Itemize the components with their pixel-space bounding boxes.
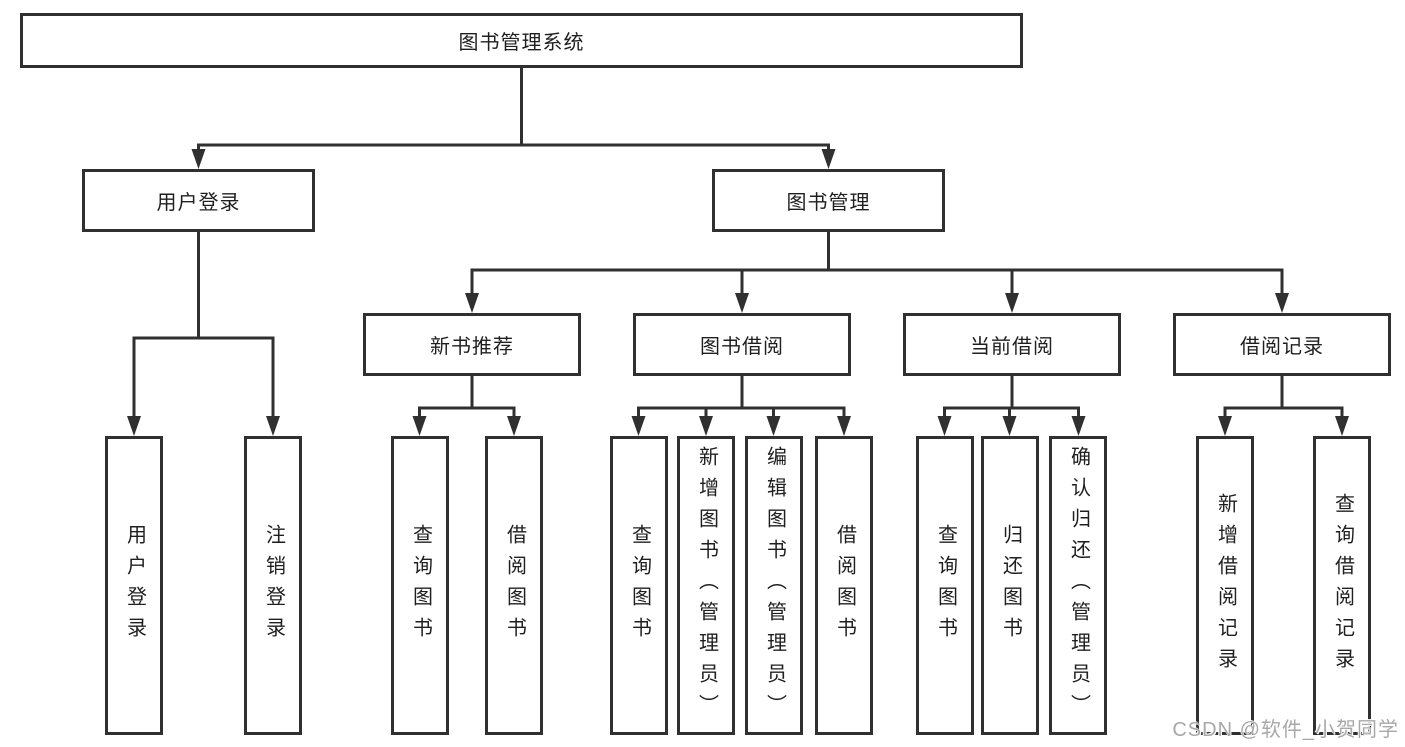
connector-book-management [465,232,1289,313]
leaf-label: 查询图书 [934,523,957,648]
node-new-book-recommend: 新书推荐 [363,313,581,376]
node-user-login: 用户登录 [82,169,315,232]
leaf-label: 新增借阅记录 [1214,492,1237,679]
node-label: 图书管理 [786,192,871,214]
node-label: 图书管理系统 [458,32,585,54]
leaf-label: 确认归还（管理员） [1067,446,1090,725]
node-book-management: 图书管理 [712,169,945,232]
leaf-label: 借阅图书 [503,523,526,648]
node-book-borrow: 图书借阅 [633,313,851,376]
leaf-user-login: 用户登录 [105,436,163,735]
node-borrow-record: 借阅记录 [1173,313,1391,376]
node-label: 当前借阅 [970,336,1054,358]
node-label: 新书推荐 [430,336,514,358]
csdn-watermark: CSDN @软件_小贺同学 [1172,719,1399,741]
node-label: 借阅记录 [1240,336,1324,358]
connector-book-borrow [631,376,851,436]
connector-root [191,68,836,169]
leaf-logout: 注销登录 [244,436,302,735]
connector-current-borrow [937,376,1086,436]
leaf-return-books: 归还图书 [981,436,1039,735]
connector-new-book [412,376,521,436]
connector-user-login [127,232,280,436]
leaf-edit-books-admin: 编辑图书（管理员） [745,436,803,735]
leaf-confirm-return-admin: 确认归还（管理员） [1049,436,1107,735]
leaf-label: 归还图书 [999,523,1022,648]
leaf-label: 新增图书（管理员） [695,446,718,725]
leaf-add-borrow-record: 新增借阅记录 [1196,436,1254,735]
leaf-query-borrow-record: 查询借阅记录 [1313,436,1371,735]
leaf-label: 编辑图书（管理员） [763,446,786,725]
connector-borrow-record [1218,376,1349,436]
leaf-label: 查询图书 [409,523,432,648]
node-label: 用户登录 [156,192,241,214]
node-current-borrow: 当前借阅 [903,313,1121,376]
leaf-query-books-borrow: 查询图书 [610,436,668,735]
leaf-add-books-admin: 新增图书（管理员） [677,436,735,735]
leaf-borrow-books-newbook: 借阅图书 [485,436,543,735]
leaf-label: 注销登录 [262,523,285,648]
leaf-label: 用户登录 [123,523,146,648]
node-root-library-system: 图书管理系统 [20,13,1023,68]
leaf-borrow-books: 借阅图书 [815,436,873,735]
node-label: 图书借阅 [700,336,784,358]
leaf-label: 借阅图书 [833,523,856,648]
leaf-query-books-newbook: 查询图书 [391,436,449,735]
leaf-query-books-current: 查询图书 [916,436,974,735]
leaf-label: 查询图书 [628,523,651,648]
leaf-label: 查询借阅记录 [1331,492,1354,679]
